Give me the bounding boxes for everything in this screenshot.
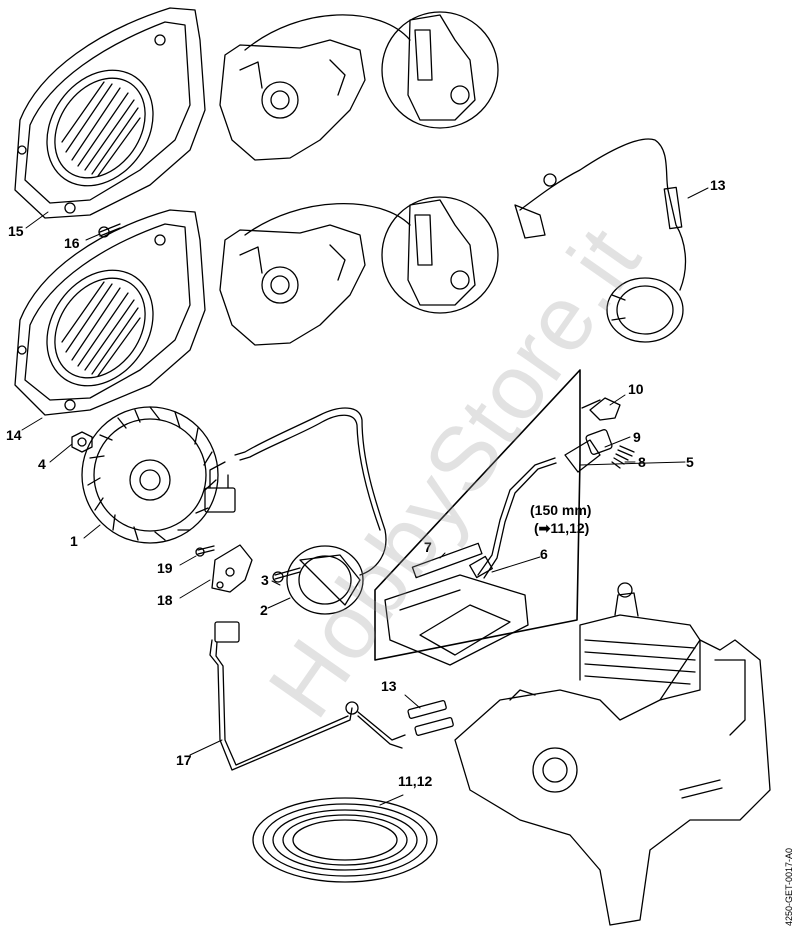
hose-6 — [469, 457, 557, 579]
ignition-wire-loop — [204, 407, 387, 615]
engine-block — [454, 582, 771, 926]
crankcase-view-middle — [219, 196, 499, 346]
screw-3 — [272, 567, 301, 583]
ignition-lead-17 — [209, 621, 406, 771]
coiled-hose-11-12 — [252, 797, 438, 883]
callout-6: 6 — [540, 546, 548, 562]
bracket-18 — [211, 544, 253, 593]
screw-19 — [195, 545, 215, 557]
callout-7: 7 — [424, 539, 432, 555]
flywheel-1 — [81, 406, 219, 544]
sleeves-13-lower — [407, 700, 454, 736]
callout-16: 16 — [64, 235, 80, 251]
crankcase-view-top — [219, 11, 499, 161]
callout-3: 3 — [261, 572, 269, 588]
callout-19: 19 — [157, 560, 173, 576]
screw-16 — [98, 223, 121, 238]
callout-2: 2 — [260, 602, 268, 618]
nut-4 — [71, 431, 93, 453]
kit-box-5 — [374, 369, 581, 661]
leader-lines — [21, 187, 709, 806]
fan-housing-15 — [14, 7, 206, 219]
callout-18: 18 — [157, 592, 173, 608]
callout-14: 14 — [6, 427, 22, 443]
ignition-module-kit — [384, 574, 529, 666]
hose-length-note: (150 mm) — [530, 502, 592, 518]
ignition-assembly-13 — [514, 138, 687, 343]
strip-7 — [411, 542, 483, 579]
fitting-9 — [564, 429, 613, 473]
callout-9: 9 — [633, 429, 641, 445]
callout-10: 10 — [628, 381, 644, 397]
callout-4: 4 — [38, 456, 46, 472]
document-id: 4250-GET-0017-A0 — [784, 847, 794, 926]
callout-17: 17 — [176, 752, 192, 768]
callout-13-upper: 13 — [710, 177, 726, 193]
callout-15: 15 — [8, 223, 24, 239]
spring-8 — [611, 445, 635, 469]
callout-5: 5 — [686, 454, 694, 470]
callout-1: 1 — [70, 533, 78, 549]
hose-reference-note: (➡11,12) — [534, 520, 590, 536]
callout-13-lower: 13 — [381, 678, 397, 694]
fan-housing-14 — [14, 209, 206, 416]
cap-10 — [581, 397, 621, 421]
callout-11-12: 11,12 — [398, 773, 433, 789]
callout-8: 8 — [638, 454, 646, 470]
